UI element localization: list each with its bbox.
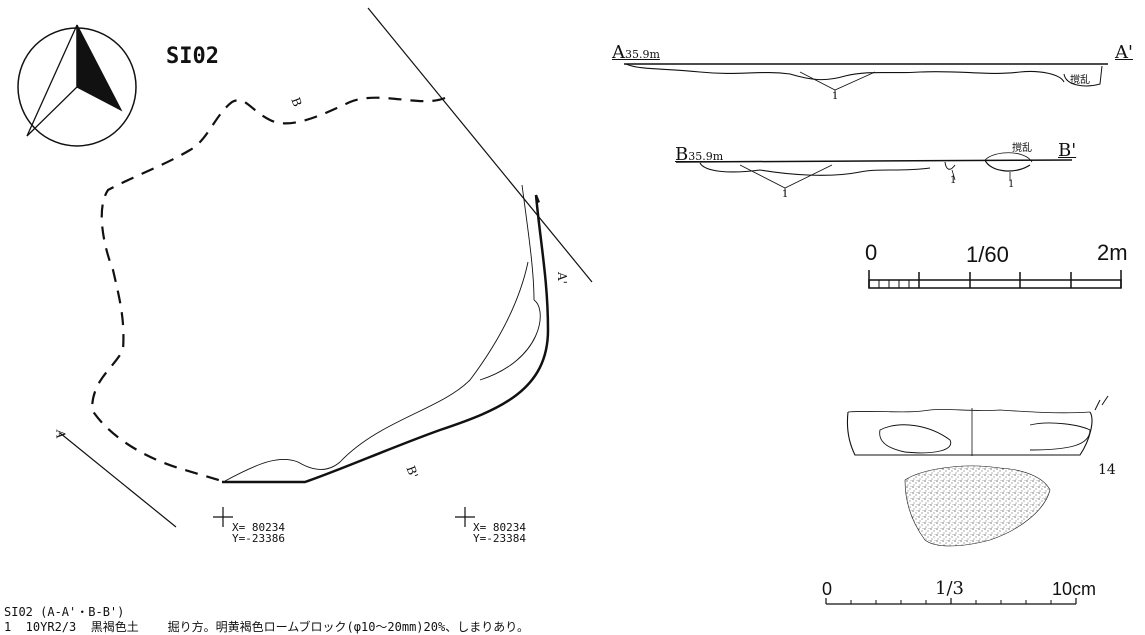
artifact-scale-end: 10cm bbox=[1052, 579, 1097, 599]
section-b-end-label: B' bbox=[1058, 140, 1077, 161]
section-b-layer-1: 1 bbox=[782, 189, 789, 200]
artifact-scale-bar bbox=[825, 598, 1077, 605]
plan-scale-ratio: 1/60 bbox=[966, 242, 1009, 267]
north-arrow-icon bbox=[17, 24, 137, 147]
pit-plan bbox=[59, 7, 593, 528]
section-b-disturbance: 撹乱 bbox=[1012, 143, 1032, 154]
plan-scale-end: 2m bbox=[1097, 240, 1128, 265]
section-b-layer-3: 1 bbox=[1008, 179, 1015, 190]
artifact-14-drawing bbox=[846, 395, 1109, 547]
section-a-disturbance: 撹乱 bbox=[1070, 75, 1090, 86]
grid-coord-y-1: Y=-23386 bbox=[232, 532, 285, 545]
caption-header: SI02 (A-A'・B-B') bbox=[4, 605, 125, 619]
section-b-layer-2: 1 bbox=[950, 175, 957, 186]
section-a-end-label: A' bbox=[1115, 42, 1133, 63]
artifact-number: 14 bbox=[1098, 462, 1116, 478]
section-a bbox=[624, 63, 1108, 98]
section-b bbox=[675, 152, 1073, 196]
plan-label-a-prime: A' bbox=[554, 272, 569, 284]
grid-coord-y-2: Y=-23384 bbox=[473, 532, 526, 545]
feature-title: SI02 bbox=[166, 44, 219, 69]
section-a-start-label: A35.9m bbox=[612, 42, 660, 63]
grid-crosshair-icon bbox=[213, 507, 475, 527]
section-b-start-label: B35.9m bbox=[675, 144, 724, 165]
plan-scale-bar bbox=[868, 270, 1122, 289]
artifact-scale-start: 0 bbox=[822, 579, 833, 599]
artifact-scale-ratio: 1/3 bbox=[935, 578, 964, 599]
grid-coord-x-1: X= 80234 bbox=[232, 521, 285, 534]
caption-row: 1 10YR2/3 黒褐色土 掘り方。明黄褐色ロームブロック(φ10～20mm)… bbox=[4, 620, 529, 634]
grid-coord-x-2: X= 80234 bbox=[473, 521, 526, 534]
plan-scale-start: 0 bbox=[865, 240, 878, 265]
plan-label-a: A bbox=[53, 429, 68, 439]
section-a-layer: 1 bbox=[832, 91, 839, 102]
